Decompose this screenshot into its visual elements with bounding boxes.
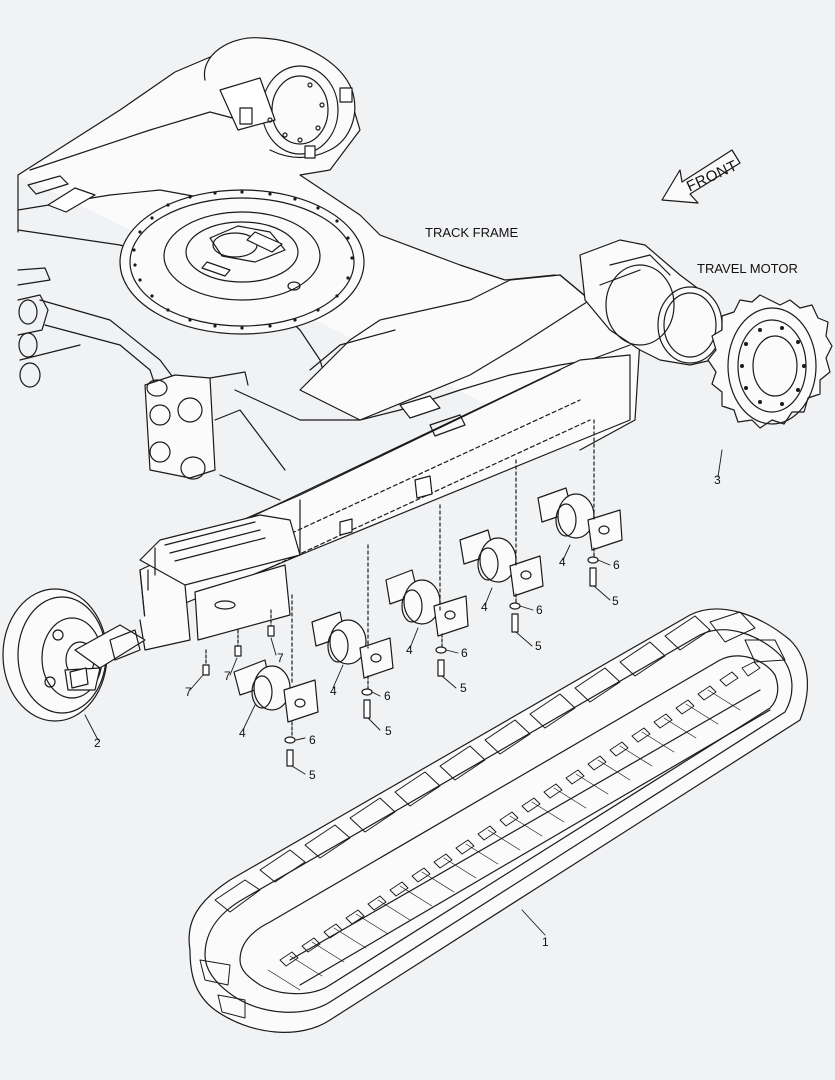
callout-roller: 4 <box>481 600 488 614</box>
callout-bolt: 5 <box>309 768 316 782</box>
assembly-lines <box>291 419 595 686</box>
track-roller-2 <box>311 611 394 719</box>
sprocket <box>707 294 833 429</box>
track-roller-5 <box>537 487 623 587</box>
rubber-track <box>188 608 809 1033</box>
callout-washer: 6 <box>536 603 543 617</box>
track-roller-3 <box>385 569 469 677</box>
callout-bolt: 5 <box>385 724 392 738</box>
track-roller-4 <box>459 529 544 633</box>
track-frame <box>17 37 651 651</box>
callout-bolt: 5 <box>535 639 542 653</box>
idler-mount-bolts <box>202 609 275 676</box>
callout-washer: 6 <box>384 689 391 703</box>
callout-bolt: 5 <box>460 681 467 695</box>
leader-lines <box>84 449 723 936</box>
callout-track: 1 <box>542 935 549 949</box>
front-arrow-icon <box>661 149 741 204</box>
callout-washer: 6 <box>309 733 316 747</box>
callout-washer: 6 <box>613 558 620 572</box>
callout-idler-bolt: 7 <box>185 685 192 699</box>
front-idler <box>2 588 146 722</box>
track-roller-1 <box>233 659 319 767</box>
callout-sprocket: 3 <box>714 473 721 487</box>
callout-roller: 4 <box>239 726 246 740</box>
callout-roller: 4 <box>406 643 413 657</box>
callout-idler-bolt: 7 <box>277 651 284 665</box>
travel-motor <box>579 239 723 366</box>
callout-roller: 4 <box>330 684 337 698</box>
callout-idler: 2 <box>94 736 101 750</box>
travel-motor-label: TRAVEL MOTOR <box>697 261 798 276</box>
callout-washer: 6 <box>461 646 468 660</box>
callout-bolt: 5 <box>612 594 619 608</box>
track-frame-label: TRACK FRAME <box>425 225 519 240</box>
callout-idler-bolt: 7 <box>224 669 231 683</box>
callout-roller: 4 <box>559 555 566 569</box>
